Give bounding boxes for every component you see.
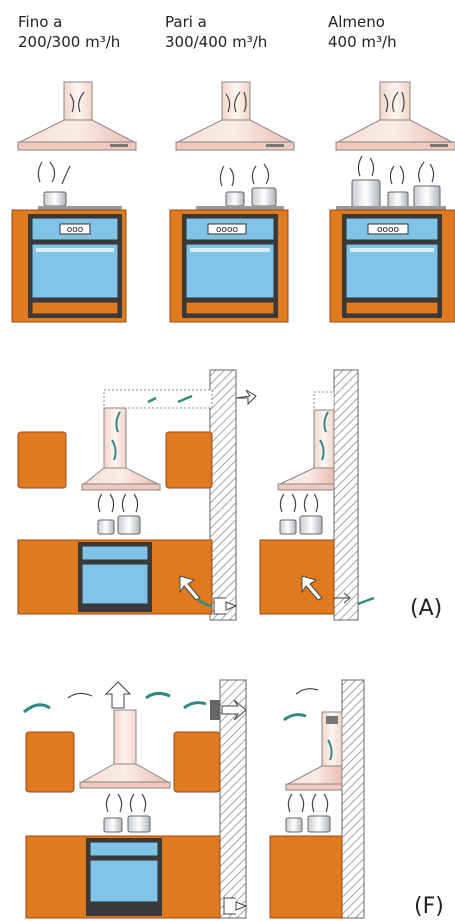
mode-f-label: (F) (414, 894, 444, 919)
oven-display-2: oooo (216, 225, 239, 235)
oven-display-3: oooo (377, 225, 400, 235)
hood-unit-3: oooo (330, 82, 455, 322)
oven-display-1: ooo (67, 225, 84, 235)
mode-f-kitchen (24, 680, 364, 918)
mode-a-label: (A) (410, 596, 442, 621)
mode-a-kitchen (18, 370, 374, 620)
hood-unit-2: oooo (170, 82, 294, 322)
hood-unit-1: ooo (12, 82, 136, 322)
